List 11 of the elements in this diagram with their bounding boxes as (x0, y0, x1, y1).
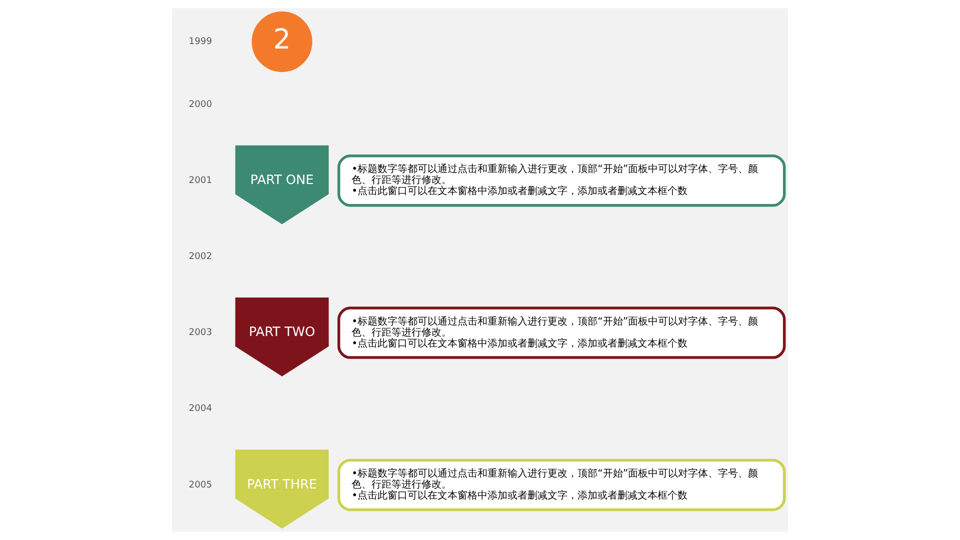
label: 2001 (188, 174, 212, 186)
label: 2000 (188, 98, 212, 110)
label: 2003 (188, 327, 212, 338)
label: 2004 (188, 403, 212, 414)
node-box: •标题数字等都可以通过点击和重新输入进行更改，顶部“开始”面板中可以对字体、字号、颜色、行距等进行修改。 •点击此窗口可以在文本窗格中添加或者删减文字，添加或者删减文本框个数 (337, 154, 786, 207)
node-box: •标题数字等都可以通过点击和重新输入进行更改，顶部“开始”面板中可以对字体、字号、颜色、行距等进行修改。 •点击此窗口可以在文本窗格中添加或者删减文字，添加或者删减文本框个数 (337, 458, 786, 512)
label: 1999 (188, 36, 212, 48)
node-circle: 2 (252, 12, 312, 72)
label: 2002 (188, 251, 212, 262)
node-box: •标题数字等都可以通过点击和重新输入进行更改，顶部“开始”面板中可以对字体、字号、颜色、行距等进行修改。 •点击此窗口可以在文本窗格中添加或者删减文字，添加或者删减文本框个数 (337, 306, 786, 359)
label: 2005 (188, 479, 212, 490)
